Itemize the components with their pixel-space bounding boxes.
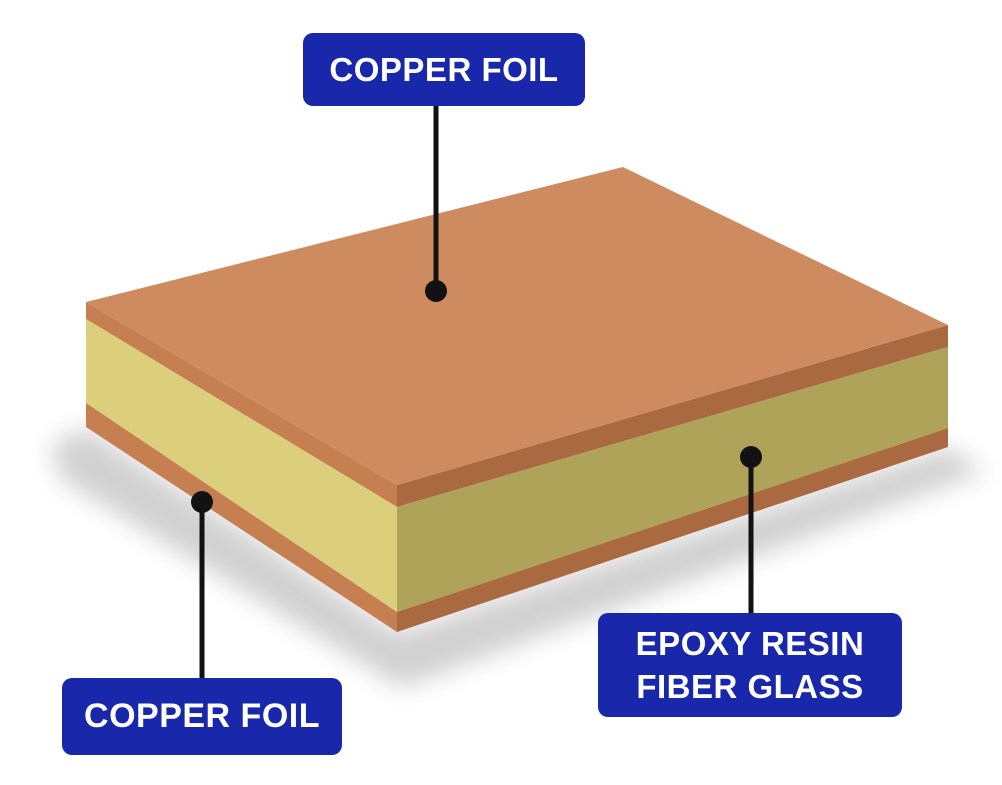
- board-shadow: [50, 427, 984, 688]
- label-copper-foil-bottom-text: COPPER FOIL: [84, 697, 320, 735]
- board-left-face-bottom-copper-strip: [86, 403, 397, 632]
- board-right-face-top-copper-strip: [397, 325, 948, 507]
- label-copper-foil-bottom: COPPER FOIL: [62, 678, 342, 755]
- label-copper-foil-top-text: COPPER FOIL: [329, 50, 559, 88]
- leader-dot-bottom-copper: [191, 491, 213, 513]
- label-epoxy-line1: EPOXY RESIN: [635, 625, 865, 662]
- label-copper-foil-top: COPPER FOIL: [303, 33, 585, 106]
- board-right-face-epoxy-core: [397, 347, 948, 612]
- leader-dot-epoxy: [740, 446, 762, 468]
- board-top-face-copper: [86, 167, 948, 485]
- label-epoxy-resin-fiber-glass: EPOXY RESIN FIBER GLASS: [598, 613, 902, 717]
- board-right-face-bottom-copper-strip: [397, 428, 948, 632]
- board-left-face-epoxy-core: [86, 319, 397, 612]
- leader-dot-top-copper: [425, 280, 447, 302]
- board-left-face-top-copper-strip: [86, 302, 397, 507]
- label-epoxy-line2: FIBER GLASS: [636, 668, 864, 705]
